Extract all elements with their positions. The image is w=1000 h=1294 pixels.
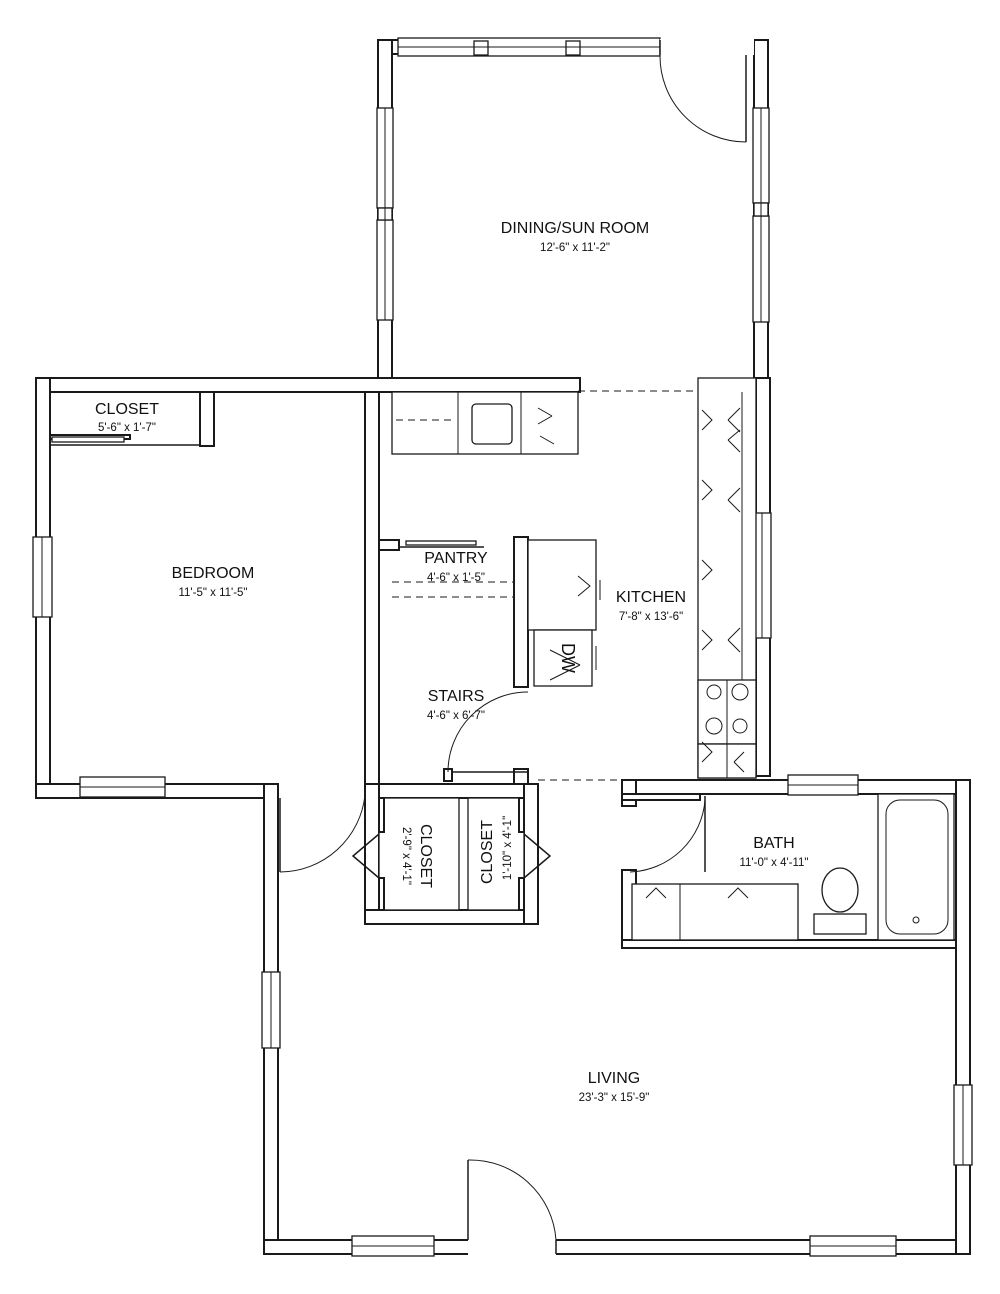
- living-walls: [261, 779, 973, 1257]
- hall-closet-1-dims: 2'-9" x 4'-1": [400, 827, 412, 885]
- kitchen-dims: 7'-8" x 13'-6": [619, 611, 683, 623]
- bath-name: BATH: [753, 835, 794, 852]
- dining-door[interactable]: [659, 39, 754, 143]
- bedroom-name: BEDROOM: [172, 565, 255, 582]
- dining-room-walls: [376, 37, 770, 391]
- living-dims: 23'-3" x 15'-9": [579, 1092, 650, 1104]
- bedroom-door[interactable]: [279, 785, 366, 873]
- kitchen-upper-counter: [391, 391, 579, 455]
- bedroom-closet-dims: 5'-6" x 1'-7": [98, 422, 156, 434]
- bedroom-dims: 11'-5" x 11'-5": [178, 587, 247, 599]
- living-name: LIVING: [588, 1070, 640, 1087]
- bath-door[interactable]: [629, 796, 706, 873]
- bath-dims: 11'-0" x 4'-11": [739, 857, 808, 869]
- pantry-stairs-block: DW: [378, 536, 601, 786]
- room-labels: DINING/SUN ROOM 12'-6" x 11'-2" CLOSET 5…: [95, 220, 809, 1104]
- dining-room-dims: 12'-6" x 11'-2": [540, 242, 610, 254]
- hall-closet-1-name: CLOSET: [417, 824, 434, 888]
- bedroom-closet-name: CLOSET: [95, 401, 159, 418]
- stairs-name: STAIRS: [428, 688, 485, 705]
- hall-closet-2-dims: 1'-10" x 4'-1": [502, 816, 514, 880]
- dishwasher-label: DW: [558, 643, 578, 673]
- hall-closets: [351, 783, 552, 925]
- dining-room-name: DINING/SUN ROOM: [501, 220, 649, 237]
- hall-closet-2-name: CLOSET: [479, 820, 496, 884]
- pantry-dims: 4'-6" x 1'-5": [427, 572, 485, 584]
- bath-walls: [621, 774, 971, 949]
- entry-door[interactable]: [467, 1159, 557, 1255]
- pantry-name: PANTRY: [424, 550, 488, 567]
- stairs-dims: 4'-6" x 6'-7": [427, 710, 485, 722]
- kitchen-name: KITCHEN: [616, 589, 686, 606]
- kitchen-right-counter: [697, 377, 757, 779]
- stairs-door[interactable]: [443, 691, 529, 782]
